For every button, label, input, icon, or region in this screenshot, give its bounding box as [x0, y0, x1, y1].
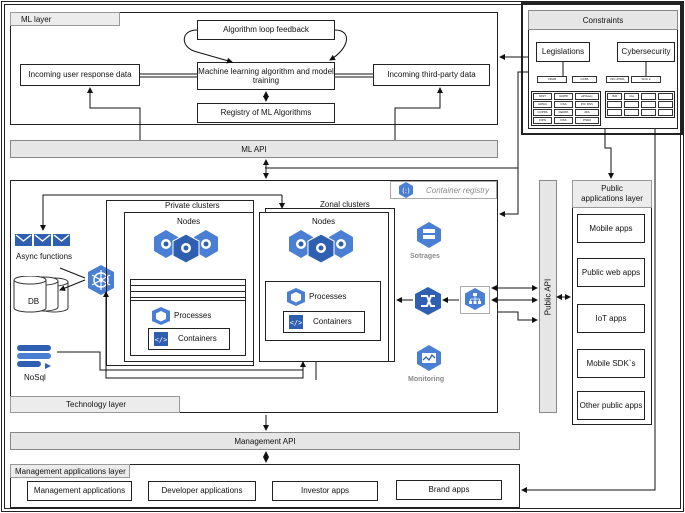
cluster-hub-icon	[88, 265, 114, 295]
zonal-containers-icon: </>	[289, 315, 303, 329]
constraint-standard-cell: FIPS	[533, 117, 552, 124]
constraint-standard-cell	[641, 93, 656, 100]
private-clusters-label: Private clusters	[165, 201, 220, 210]
constraint-standard-cell	[607, 109, 622, 116]
technology-layer	[10, 180, 498, 413]
constraint-standard-cell: NIST	[533, 93, 552, 100]
private-containers-icon: </>	[154, 332, 168, 346]
incoming-user-response-data: Incoming user response data	[20, 64, 140, 86]
svg-text:</>: </>	[290, 319, 303, 327]
ml-layer	[10, 12, 498, 125]
constraint-standard-cell: HIPAA	[533, 101, 552, 108]
ml-layer-title: ML layer	[10, 12, 120, 26]
developer-applications-box: Developer applications	[148, 481, 256, 501]
zonal-nodes-label: Nodes	[312, 217, 336, 226]
zonal-containers-label: Containers	[313, 317, 352, 326]
mobile-sdks-box: Mobile SDK`s	[577, 349, 645, 378]
container-registry-icon: (:)	[399, 182, 413, 198]
public-web-apps-box: Public web apps	[577, 258, 645, 287]
management-applications-box: Management applications	[27, 481, 132, 501]
svg-text:(:): (:)	[402, 187, 410, 195]
registry-of-ml-algorithms: Registry of ML Algorithms	[197, 103, 335, 123]
constraint-standard-cell	[641, 109, 656, 116]
constraint-standard-cell: VDAR	[537, 76, 567, 83]
nosql-icon	[17, 345, 51, 369]
constraint-standard-cell: ISO 27001	[606, 76, 629, 83]
constraint-standard-cell	[658, 101, 673, 108]
db-label: DB	[28, 297, 40, 306]
public-api-label: Public API	[543, 278, 553, 316]
db-icon	[13, 276, 69, 313]
zonal-processes-label: Processes	[309, 292, 347, 301]
zonal-processes-icon	[287, 288, 305, 306]
constraint-standard-cell: ISO	[607, 93, 622, 100]
cybersecurity-standards-group	[605, 91, 675, 118]
svg-text:</>: </>	[155, 336, 168, 344]
monitoring-label: Monitoring	[408, 376, 445, 383]
constraints-title: Constraints	[528, 10, 678, 30]
constraint-standard-cell: PSD2	[575, 117, 599, 124]
constraint-standard-cell	[641, 101, 656, 108]
management-apps-layer	[10, 464, 520, 508]
other-public-apps-box: Other public apps	[577, 391, 645, 420]
ml-api-bar: ML API	[10, 140, 498, 158]
constraint-standard-cell	[658, 109, 673, 116]
constraint-standard-cell: SOC 2	[631, 76, 661, 83]
nosql-label: NoSql	[24, 373, 46, 382]
constraint-standard-cell	[607, 101, 622, 108]
storages-label: Sotrages	[410, 253, 440, 260]
brand-apps-box: Brand apps	[396, 480, 502, 500]
constraint-standard-cell: CSA	[554, 101, 573, 108]
technology-layer-title: Technology layer	[10, 396, 180, 413]
investor-apps-box: Investor apps	[272, 481, 378, 501]
constraint-standard-cell: PCI DSS	[575, 101, 599, 108]
constraint-standard-cell	[624, 101, 639, 108]
mobile-apps-box: Mobile apps	[577, 214, 645, 243]
constraint-standard-cell	[658, 93, 673, 100]
ml-algorithm-training: Machine learning algorithm and model tra…	[197, 62, 335, 90]
private-containers-label: Containers	[178, 334, 217, 343]
private-nodes-label: Nodes	[177, 217, 201, 226]
storages-icon	[417, 222, 441, 248]
legislations-box: Legislations	[536, 42, 590, 62]
constraint-standard-cell: DSS	[554, 117, 573, 124]
constraint-standard-cell: FERPA	[554, 109, 573, 116]
incoming-third-party-data: Incoming third-party data	[373, 64, 490, 86]
constraint-standard-cell	[624, 109, 639, 116]
private-processes-label: Processes	[174, 311, 212, 320]
zonal-nodes-icon	[289, 230, 353, 264]
private-nodes-icon	[154, 230, 218, 264]
async-functions-icon	[15, 234, 70, 246]
legislation-standards-group	[531, 91, 601, 126]
constraint-standard-cell: Cia	[624, 93, 639, 100]
api-gateway-icon	[465, 288, 485, 310]
iot-apps-box: IoT apps	[577, 304, 645, 333]
private-processes-icon	[152, 307, 170, 325]
constraint-standard-cell: GDPR	[554, 93, 573, 100]
management-api-bar: Management API	[10, 432, 520, 450]
async-functions-label: Async functions	[16, 252, 73, 261]
management-apps-title: Management applications layer	[10, 464, 130, 478]
monitoring-icon	[417, 345, 441, 371]
public-apps-title: Public applications layer	[572, 180, 652, 208]
constraint-standard-cell: COPPA	[533, 109, 552, 116]
load-balancer-icon	[415, 287, 441, 315]
constraint-standard-cell: 2FA	[575, 109, 599, 116]
container-registry-label: Container registry	[426, 186, 490, 195]
outer-frame-inner	[4, 4, 681, 509]
algorithm-loop-feedback: Algorithm loop feedback	[197, 20, 335, 40]
cybersecurity-box: Cybersecurity	[617, 42, 675, 62]
zonal-clusters-label: Zonal clusters	[320, 200, 370, 209]
constraint-standard-cell: CCPA	[572, 76, 597, 83]
constraint-standard-cell: ePrivacy	[575, 93, 599, 100]
